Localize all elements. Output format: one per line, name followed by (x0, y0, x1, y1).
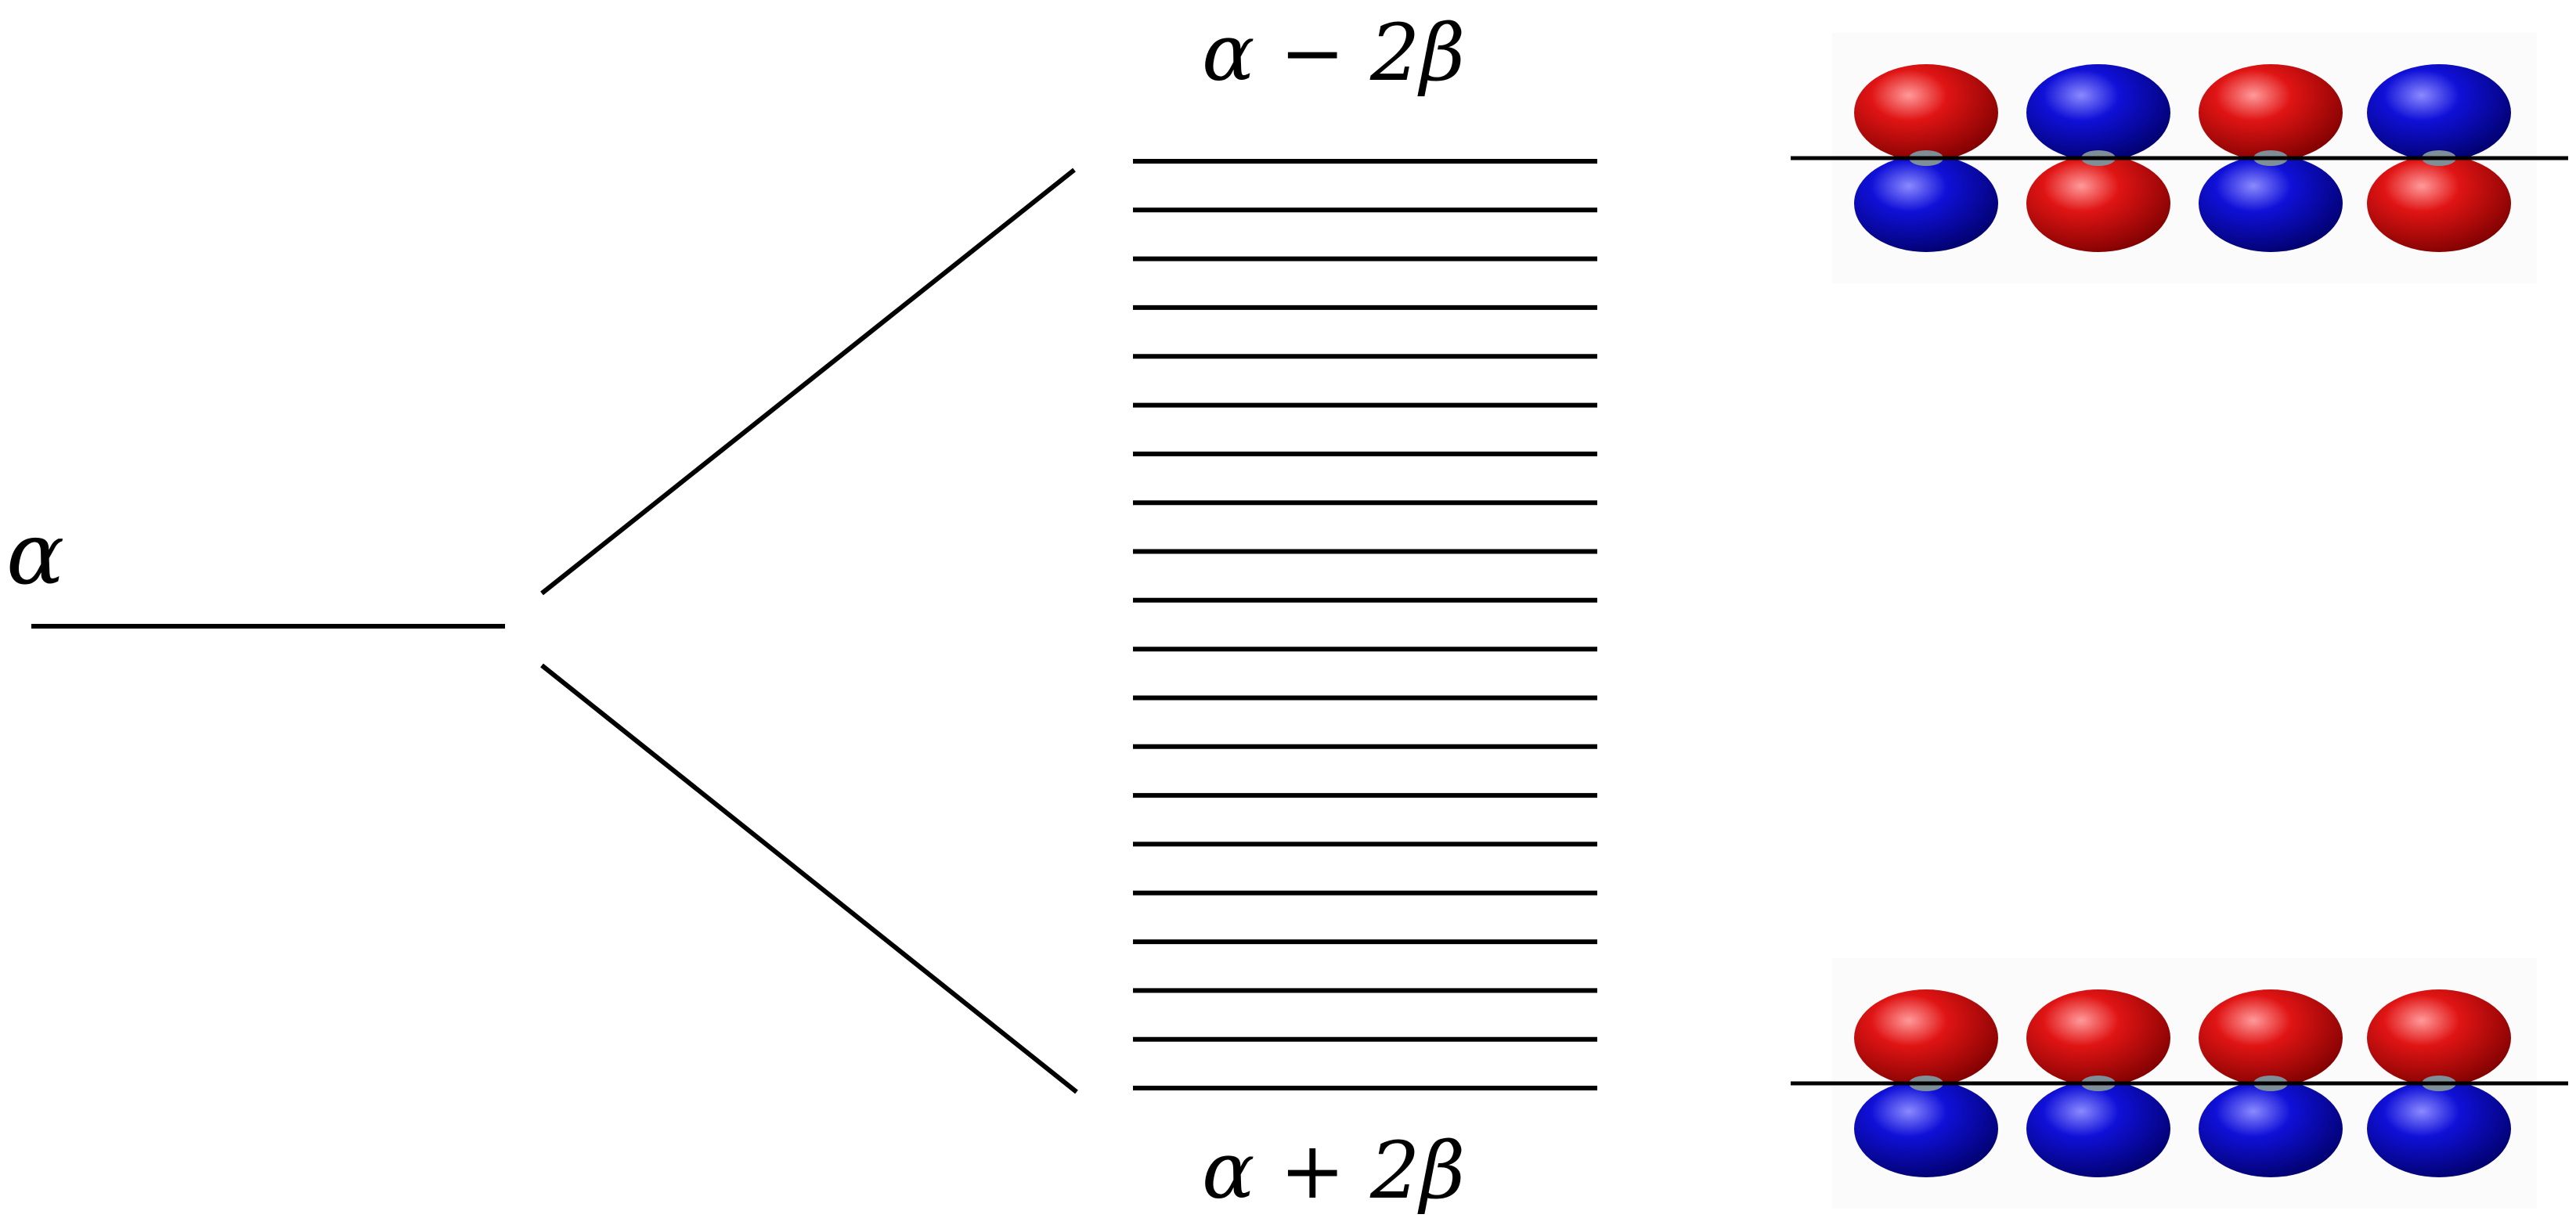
band-levels (1133, 159, 1597, 1090)
p-orbital-upper-lobe (2026, 64, 2170, 161)
bonding-orbital-picture (1791, 958, 2568, 1209)
p-orbital-upper-lobe (1854, 64, 1998, 161)
lower-correlation-line (540, 663, 1078, 1094)
p-orbital-lower-lobe (2367, 155, 2511, 252)
p-orbital-upper-lobe (2367, 64, 2511, 161)
p-orbital-lower-lobe (1854, 155, 1998, 252)
p-orbital-lower-lobe (2026, 155, 2170, 252)
top-band-edge-label: α − 2β (1202, 7, 1465, 99)
p-orbital-upper-lobe (2367, 989, 2511, 1086)
upper-correlation-line (540, 168, 1076, 596)
p-orbital-lower-lobe (2367, 1080, 2511, 1177)
p-orbital-lower-lobe (2026, 1080, 2170, 1177)
p-orbital-lower-lobe (1854, 1080, 1998, 1177)
p-orbital-lower-lobe (2199, 1080, 2343, 1177)
p-orbital-lower-lobe (2199, 155, 2343, 252)
p-orbital-upper-lobe (2199, 64, 2343, 161)
p-orbital-upper-lobe (1854, 989, 1998, 1086)
p-orbital-upper-lobe (2199, 989, 2343, 1086)
atomic-level-label: α (6, 503, 64, 604)
p-orbital-upper-lobe (2026, 989, 2170, 1086)
bottom-band-edge-label: α + 2β (1202, 1125, 1465, 1216)
antibonding-orbital-picture (1791, 33, 2568, 283)
